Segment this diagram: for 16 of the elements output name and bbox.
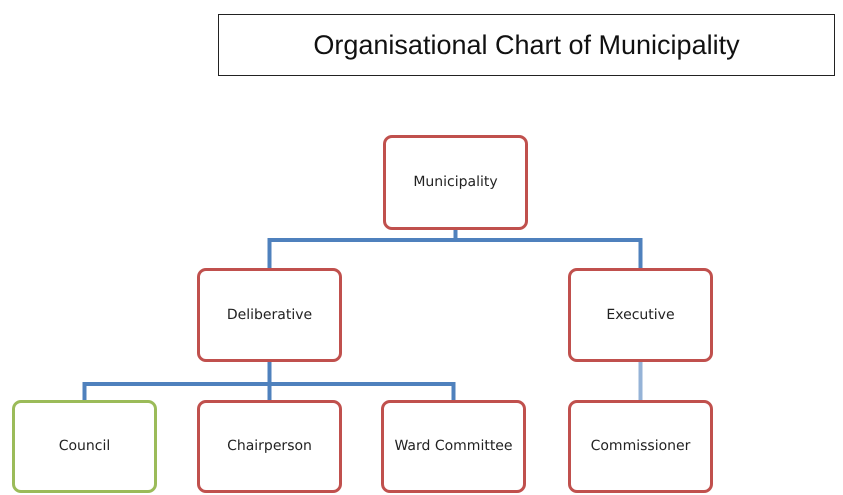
org-box <box>568 268 713 362</box>
box-label: Executive <box>606 306 675 324</box>
title-box: Organisational Chart of Municipality <box>218 14 835 76</box>
box-label: Municipality <box>413 173 498 192</box>
box-label: Deliberative <box>226 306 312 324</box>
org-box <box>197 400 342 493</box>
org-box <box>12 400 157 493</box>
org-box <box>197 268 342 362</box>
org-box <box>568 400 713 493</box>
org-box <box>383 135 528 230</box>
org-box <box>381 400 526 493</box>
box-label: Council <box>58 437 110 456</box>
box-label: Chairperson <box>227 437 312 456</box>
box-label: Ward Committee <box>394 437 513 456</box>
connector-line <box>638 362 642 400</box>
box-label: Commissioner <box>590 437 690 456</box>
